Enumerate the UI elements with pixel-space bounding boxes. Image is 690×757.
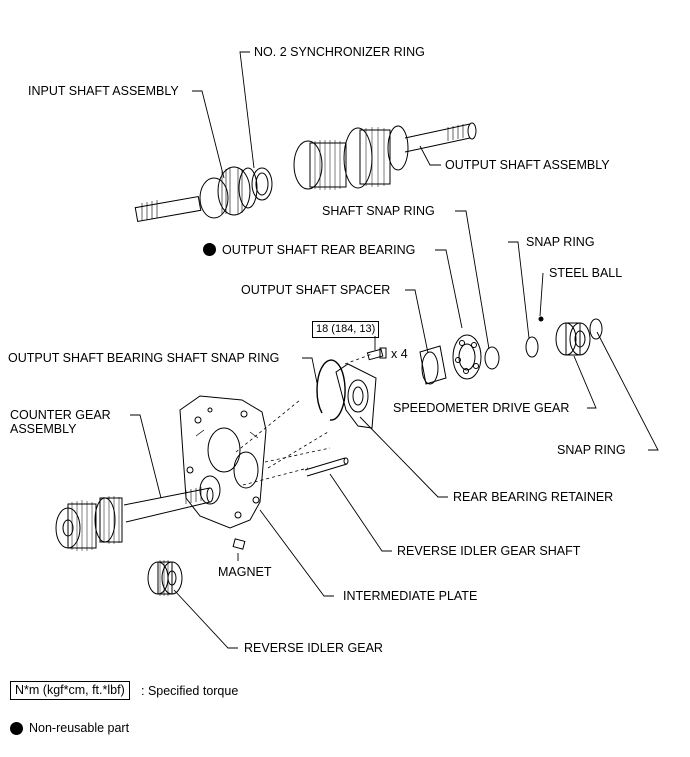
bearing-snap-ring-drawing bbox=[316, 359, 346, 421]
legend-non-reusable-text: Non-reusable part bbox=[29, 721, 130, 735]
rear-bearing-retainer-drawing bbox=[335, 363, 377, 429]
speedometer-group-drawing bbox=[525, 316, 603, 358]
label-output-shaft-bearing-snap-ring: OUTPUT SHAFT BEARING SHAFT SNAP RING bbox=[8, 351, 280, 365]
bolt-drawing bbox=[366, 347, 387, 361]
synchronizer-ring-drawing bbox=[251, 167, 273, 201]
label-reverse-idler-gear: REVERSE IDLER GEAR bbox=[244, 641, 383, 655]
magnet-drawing bbox=[232, 538, 246, 550]
legend-torque-description: : Specified torque bbox=[141, 684, 239, 698]
intermediate-plate-drawing bbox=[179, 395, 267, 529]
label-output-shaft-assembly: OUTPUT SHAFT ASSEMBLY bbox=[445, 158, 610, 172]
reverse-idler-gear-drawing bbox=[147, 560, 183, 596]
label-output-shaft-rear-bearing: OUTPUT SHAFT REAR BEARING bbox=[222, 243, 416, 257]
label-no2-synchronizer-ring: NO. 2 SYNCHRONIZER RING bbox=[254, 45, 425, 59]
torque-spec-box: 18 (184, 13) bbox=[312, 321, 380, 338]
input-shaft-assembly-drawing bbox=[134, 166, 258, 223]
non-reusable-dot-icon bbox=[203, 243, 216, 256]
leader-lines bbox=[130, 51, 659, 649]
output-shaft-assembly-drawing bbox=[293, 122, 477, 190]
label-magnet: MAGNET bbox=[218, 565, 272, 579]
alignment-dashes bbox=[235, 353, 373, 486]
rear-bearing-group-drawing bbox=[419, 334, 500, 385]
label-input-shaft-assembly: INPUT SHAFT ASSEMBLY bbox=[28, 84, 179, 98]
label-snap-ring-upper: SNAP RING bbox=[526, 235, 595, 249]
legend-non-reusable-dot-icon bbox=[10, 722, 23, 735]
label-reverse-idler-gear-shaft: REVERSE IDLER GEAR SHAFT bbox=[397, 544, 581, 558]
label-snap-ring-lower: SNAP RING bbox=[557, 443, 626, 457]
bolt-quantity: x 4 bbox=[391, 347, 408, 361]
label-speedometer-drive-gear: SPEEDOMETER DRIVE GEAR bbox=[393, 401, 570, 415]
label-counter-gear-assembly: COUNTER GEAR ASSEMBLY bbox=[10, 408, 111, 436]
legend-torque-units-box: N*m (kgf*cm, ft.*lbf) bbox=[10, 681, 130, 700]
label-output-shaft-spacer: OUTPUT SHAFT SPACER bbox=[241, 283, 391, 297]
counter-gear-drawing bbox=[55, 487, 214, 551]
label-shaft-snap-ring: SHAFT SNAP RING bbox=[322, 204, 435, 218]
label-intermediate-plate: INTERMEDIATE PLATE bbox=[343, 589, 478, 603]
label-rear-bearing-retainer: REAR BEARING RETAINER bbox=[453, 490, 614, 504]
reverse-idler-shaft-drawing bbox=[304, 457, 349, 477]
label-steel-ball: STEEL BALL bbox=[549, 266, 623, 280]
